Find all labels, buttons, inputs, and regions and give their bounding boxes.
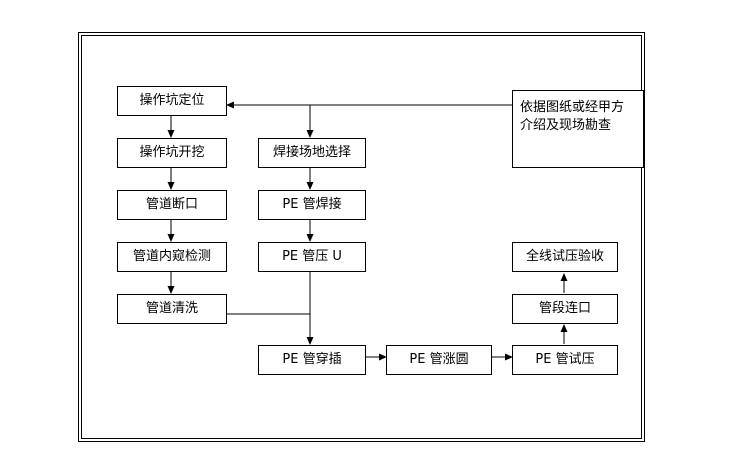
node-pit-positioning: 操作坑定位 (117, 86, 227, 116)
node-full-line-acceptance: 全线试压验收 (512, 242, 618, 272)
node-pipe-inspection: 管道内窥检测 (117, 242, 227, 272)
node-pe-threading: PE 管穿插 (258, 345, 366, 375)
node-section-joint: 管段连口 (512, 294, 618, 324)
node-welding-site: 焊接场地选择 (258, 138, 366, 168)
diagram-frame-inner (81, 35, 642, 439)
node-pe-welding: PE 管焊接 (258, 190, 366, 220)
node-pipe-break: 管道断口 (117, 190, 227, 220)
node-pipe-cleaning: 管道清洗 (117, 294, 227, 324)
node-pe-u-press: PE 管压 U (258, 242, 366, 272)
node-pe-expansion: PE 管涨圆 (386, 345, 492, 375)
node-source-info: 依据图纸或经甲方介绍及现场勘查 (512, 90, 644, 168)
diagram-frame-outer (78, 32, 645, 442)
node-pit-excavation: 操作坑开挖 (117, 138, 227, 168)
node-pe-pressure-test: PE 管试压 (512, 345, 618, 375)
